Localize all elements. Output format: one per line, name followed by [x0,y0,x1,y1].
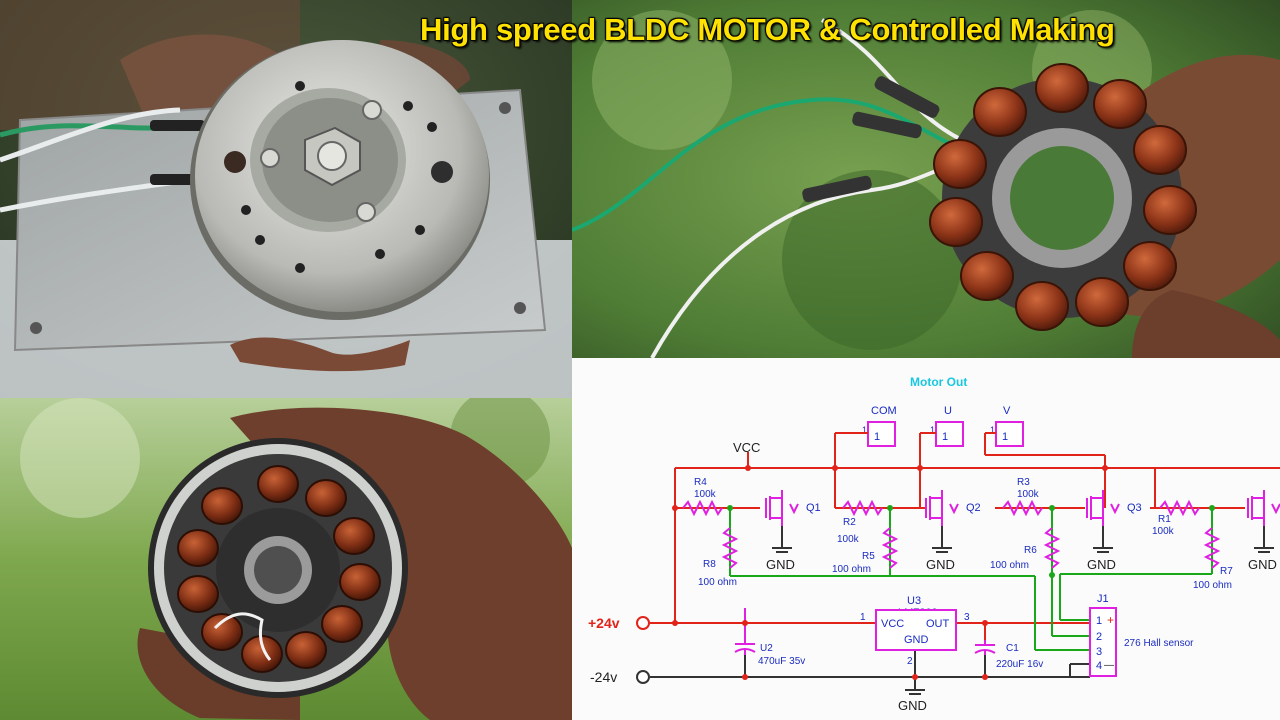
r2-ref: R2 [843,517,856,528]
gnd-label-q2: GND [926,557,955,572]
ground-symbols [772,547,1274,695]
svg-text:VCC: VCC [881,618,904,630]
mosfet-labels: Q1 Q2 Q3 [806,502,1142,514]
gnd-labels: GND GND GND GND GND [766,557,1277,713]
controller-schematic: Motor Out COM 1 1 U 1 1 V 1 1 [572,358,1280,720]
r3-value: 100k [1017,489,1040,500]
r6-ref: R6 [1024,545,1037,556]
u2-value: 470uF 35v [758,656,805,667]
svg-text:1: 1 [874,431,880,443]
r7-value: 100 ohm [1193,580,1232,591]
resistors [682,499,1221,569]
mosfet-q2 [925,490,959,526]
c1-ref: C1 [1006,643,1019,654]
com-label: COM [871,405,897,417]
svg-text:U3: U3 [907,595,921,607]
u2-ref: U2 [760,643,773,654]
motor-interior-illustration [0,398,572,720]
svg-text:1: 1 [990,425,995,435]
schematic-drawing: Motor Out COM 1 1 U 1 1 V 1 1 [572,358,1280,720]
hall-sensor-label: 276 Hall sensor [1124,638,1194,649]
r7-ref: R7 [1220,566,1233,577]
thumbnail-title: High spreed BLDC MOTOR & Controlled Maki… [420,12,1115,47]
gnd-label-regulator: GND [898,698,927,713]
junction-dots [727,505,1215,578]
photo-motor-interior [0,398,572,720]
r5-value: 100 ohm [832,564,871,575]
q2-label: Q2 [966,502,981,514]
r8-value: 100 ohm [698,577,737,588]
v-label: V [1003,405,1011,417]
r8-ref: R8 [703,559,716,570]
minus-24v-label: -24v [590,669,617,685]
regulator-u3: U3 LM7809 VCC OUT GND 1 3 2 [860,595,970,667]
vcc-label: VCC [733,440,760,455]
resistor-labels: R4 100k R2 100k R3 100k R1 100k R8 100 o… [694,477,1233,591]
svg-text:4: 4 [1096,660,1102,672]
r2-value: 100k [837,534,860,545]
stator-coils-illustration [572,0,1280,358]
supply-terminals: +24v -24v [588,615,650,685]
capacitors [734,608,996,655]
svg-text:1: 1 [1096,615,1102,627]
gnd-label-q4: GND [1248,557,1277,572]
r4-value: 100k [694,489,717,500]
svg-text:1: 1 [930,425,935,435]
mosfets [765,490,1280,526]
svg-text:2: 2 [1096,631,1102,643]
mosfet-q4 [1247,490,1280,526]
svg-text:1: 1 [860,612,866,623]
r5-ref: R5 [862,551,875,562]
gnd-label-q3: GND [1087,557,1116,572]
u-label: U [944,405,952,417]
r1-ref: R1 [1158,514,1171,525]
stator-ring [929,63,1197,331]
svg-text:2: 2 [907,656,913,667]
svg-text:—: — [1104,660,1114,671]
r4-ref: R4 [694,477,707,488]
svg-text:+: + [1107,613,1114,627]
q1-label: Q1 [806,502,821,514]
q3-label: Q3 [1127,502,1142,514]
svg-text:OUT: OUT [926,618,950,630]
capacitor-labels: U2 470uF 35v C1 220uF 16v [758,643,1043,670]
plus-24v-label: +24v [588,615,620,631]
red-junction-dots [672,465,1108,680]
output-connector-com: COM 1 1 [862,405,897,447]
svg-text:1: 1 [942,431,948,443]
photo-assembled-motor [0,0,572,398]
r6-value: 100 ohm [990,560,1029,571]
r3-ref: R3 [1017,477,1030,488]
svg-text:1: 1 [1002,431,1008,443]
mosfet-q1 [765,490,799,526]
gnd-label-q1: GND [766,557,795,572]
r1-value: 100k [1152,526,1175,537]
c1-value: 220uF 16v [996,659,1043,670]
motor-out-label: Motor Out [910,375,967,389]
photo-stator-coils [572,0,1280,358]
mosfet-q3 [1086,490,1120,526]
hall-connector-j1: J1 1 + 2 3 4 — 276 Hall sensor [1089,593,1194,677]
svg-text:J1: J1 [1097,593,1109,605]
svg-text:1: 1 [862,425,867,435]
svg-text:3: 3 [964,612,970,623]
assembled-motor-illustration [0,0,572,398]
svg-text:3: 3 [1096,646,1102,658]
svg-text:GND: GND [904,634,929,646]
